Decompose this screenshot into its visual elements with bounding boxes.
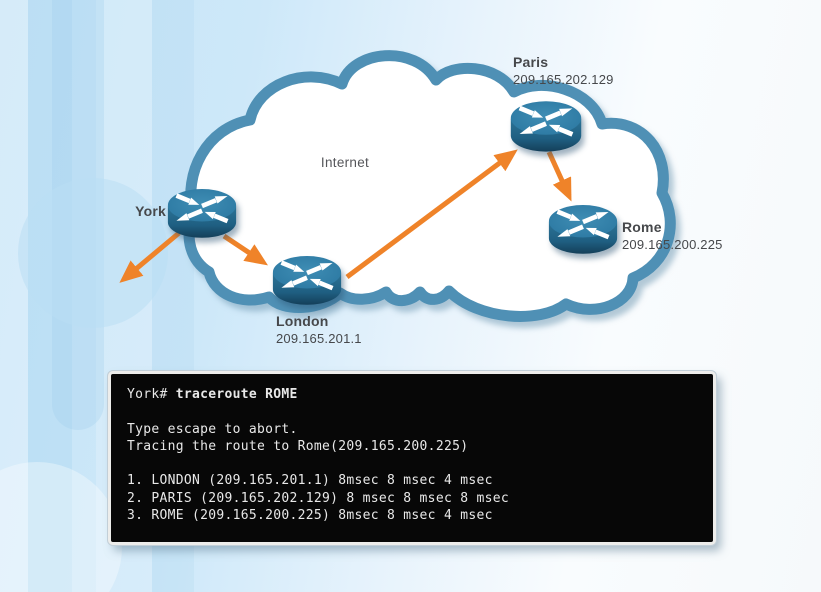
route-arrows — [119, 149, 572, 283]
node-name: Paris — [513, 54, 549, 70]
route-arrow-london-paris — [345, 149, 518, 280]
router-paris — [511, 101, 581, 151]
node-name: Rome — [622, 219, 662, 235]
node-label-paris: Paris 209.165.202.129 — [513, 54, 614, 88]
route-arrow-paris-rome — [546, 150, 572, 202]
router-london — [273, 256, 341, 305]
terminal-prompt: York# — [127, 387, 176, 402]
node-ip: 209.165.202.129 — [513, 72, 614, 87]
node-label-york: York — [118, 203, 166, 220]
terminal-line: Tracing the route to Rome(209.165.200.22… — [127, 438, 469, 454]
internet-cloud — [183, 50, 676, 322]
node-label-rome: Rome 209.165.200.225 — [622, 219, 723, 253]
terminal-line — [127, 455, 713, 472]
node-ip: 209.165.201.1 — [276, 331, 362, 346]
bg-circle — [18, 178, 168, 328]
terminal-line: 2. PARIS (209.165.202.129) 8 msec 8 msec… — [127, 490, 509, 506]
terminal-line: 3. ROME (209.165.200.225) 8msec 8 msec 4… — [127, 508, 493, 524]
bg-stripe — [0, 0, 28, 592]
route-arrow-york-out — [119, 231, 181, 283]
terminal-line — [127, 403, 713, 420]
router-york — [168, 189, 236, 238]
terminal-command-line: York# traceroute ROME — [127, 386, 713, 403]
terminal-window: York# traceroute ROME Type escape to abo… — [108, 371, 716, 545]
node-ip: 209.165.200.225 — [622, 237, 723, 252]
node-label-london: London 209.165.201.1 — [276, 313, 362, 347]
terminal-command: traceroute ROME — [175, 387, 298, 402]
router-rome — [549, 205, 617, 254]
terminal-line: 1. LONDON (209.165.201.1) 8msec 8 msec 4… — [127, 473, 493, 489]
node-name: London — [276, 313, 329, 329]
node-name: York — [135, 203, 166, 219]
terminal-line: Type escape to abort. — [127, 421, 298, 437]
route-arrow-york-london — [222, 233, 268, 266]
internet-label: Internet — [320, 155, 370, 170]
